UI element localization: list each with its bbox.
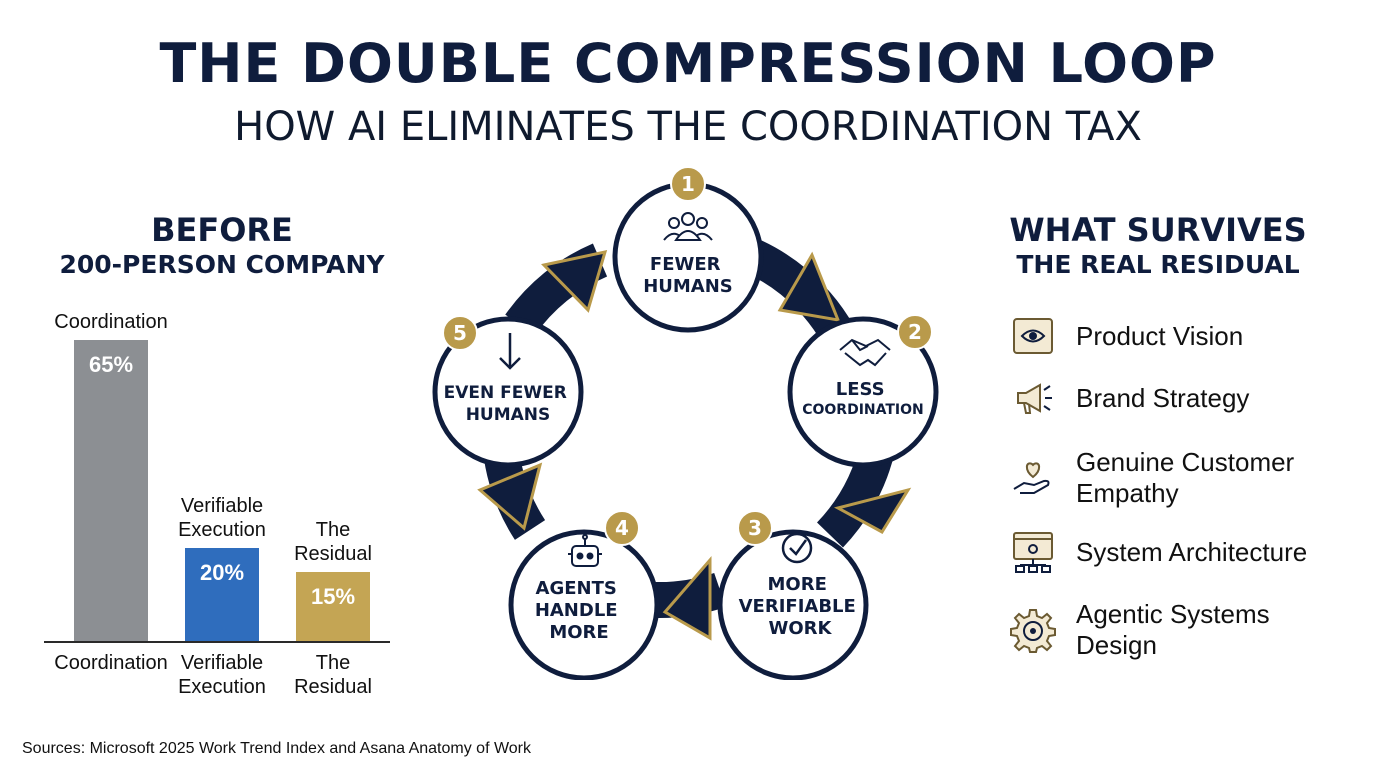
bar-top-label: Coordination — [54, 311, 168, 333]
people-icon — [663, 212, 713, 241]
arrowhead-to-3 — [833, 487, 912, 534]
bar-verifiable-execution: 20% — [185, 548, 259, 641]
node-5-circle — [432, 316, 584, 468]
before-subheading: 200-PERSON COMPANY — [59, 250, 385, 279]
survives-item-agentic-design: Agentic Systems Design — [1010, 598, 1350, 662]
before-heading: BEFORE — [151, 211, 293, 249]
survives-item-product-vision: Product Vision — [1010, 306, 1350, 366]
node-2-label: LESS COORDINATION — [802, 379, 924, 418]
arrow-down-icon — [499, 333, 521, 370]
survives-item-label: Genuine Customer Empathy — [1076, 447, 1295, 508]
arrowhead-to-4 — [662, 555, 712, 641]
survives-item-label: System Architecture — [1076, 536, 1308, 567]
survives-heading: WHAT SURVIVES — [1009, 211, 1307, 249]
bar-axis-label: Coordination — [54, 652, 168, 674]
megaphone-icon — [1017, 383, 1052, 414]
gear-icon — [1010, 609, 1056, 653]
node-3-badge: 3 — [737, 510, 773, 546]
node-2-badge: 2 — [897, 314, 933, 350]
survives-item-brand-strategy: Brand Strategy — [1010, 368, 1350, 428]
node-4-circle — [508, 529, 660, 680]
architecture-icon — [1013, 532, 1053, 573]
compression-cycle-diagram: 1 2 3 4 5 FEWER HUMANS — [432, 166, 939, 680]
page-title: THE DOUBLE COMPRESSION LOOP — [159, 32, 1217, 95]
survives-item-label: Brand Strategy — [1076, 382, 1250, 413]
bar-value-label: 20% — [199, 560, 245, 586]
node-3-number: 3 — [748, 516, 762, 540]
node-4-label: AGENTS HANDLE MORE — [535, 578, 623, 643]
checkmark-icon — [781, 532, 813, 564]
robot-icon — [568, 534, 602, 567]
bar-coordination: 65% — [74, 340, 148, 641]
heart-hand-icon — [1013, 462, 1050, 494]
chart-baseline — [44, 641, 390, 643]
node-5-badge: 5 — [442, 315, 478, 351]
node-3-circle — [717, 529, 869, 680]
survives-subheading: THE REAL RESIDUAL — [1016, 250, 1300, 279]
eye-document-icon — [1013, 318, 1053, 354]
node-2-number: 2 — [908, 320, 922, 344]
bar-value-label: 15% — [310, 583, 356, 609]
node-2-circle — [787, 316, 939, 468]
node-1-badge: 1 — [670, 166, 706, 202]
node-4-number: 4 — [615, 516, 629, 540]
survives-item-label: Product Vision — [1076, 320, 1244, 351]
node-3-label: MORE VERIFIABLE WORK — [739, 574, 862, 639]
arrowhead-to-2 — [777, 251, 841, 322]
arrowhead-to-5 — [477, 462, 543, 531]
node-5-label: EVEN FEWER HUMANS — [444, 383, 573, 425]
sources-footnote: Sources: Microsoft 2025 Work Trend Index… — [22, 740, 531, 757]
handshake-icon — [839, 338, 891, 367]
survives-item-label: Agentic Systems Design — [1076, 599, 1270, 660]
node-1-number: 1 — [681, 172, 695, 196]
bar-value-label: 65% — [88, 352, 134, 377]
survives-item-customer-empathy: Genuine Customer Empathy — [1010, 446, 1350, 510]
bar-the-residual: 15% — [296, 571, 370, 641]
cycle-arrowheads — [477, 250, 912, 641]
page-subtitle: HOW AI ELIMINATES THE COORDINATION TAX — [234, 104, 1142, 150]
node-4-badge: 4 — [604, 510, 640, 546]
node-5-number: 5 — [453, 321, 467, 345]
node-1-label: FEWER HUMANS — [643, 254, 733, 297]
arrowhead-to-1 — [541, 250, 608, 313]
survives-item-system-architecture: System Architecture — [1010, 522, 1350, 582]
